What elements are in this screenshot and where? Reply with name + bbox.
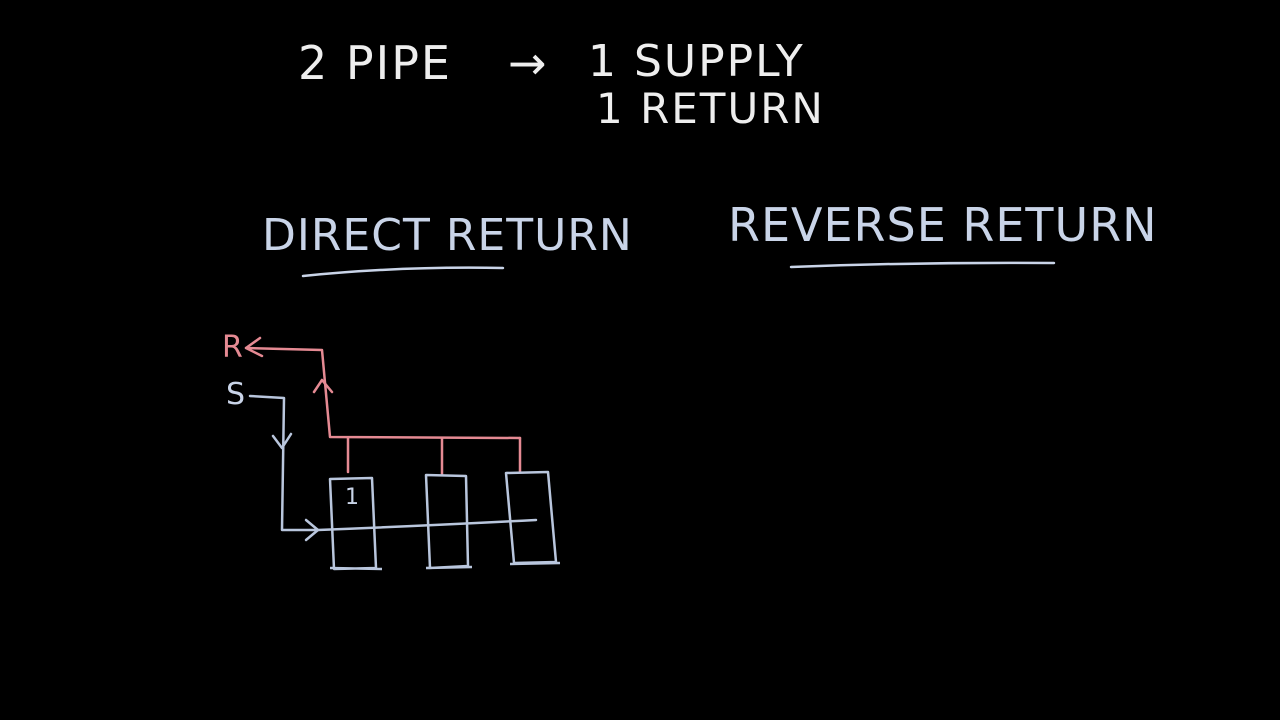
supply-down-arrow-icon — [271, 432, 293, 450]
return-pipe — [244, 346, 522, 440]
one-return-label: 1 RETURN — [596, 84, 825, 133]
reverse-return-heading: REVERSE RETURN — [728, 198, 1158, 252]
unit-1-label: 1 — [345, 485, 359, 510]
return-label: R — [222, 330, 243, 365]
reverse-return-underline — [789, 261, 1056, 269]
two-pipe-label: 2 PIPE — [298, 36, 452, 90]
arrow-right-icon: → — [508, 36, 549, 90]
terminal-unit-2 — [424, 473, 473, 570]
terminal-unit-3 — [504, 470, 561, 566]
return-left-arrow-icon — [244, 336, 264, 358]
supply-pipe — [248, 394, 538, 532]
return-up-arrow-icon — [312, 378, 334, 394]
direct-return-heading: DIRECT RETURN — [262, 210, 633, 261]
direct-return-underline — [301, 266, 505, 278]
one-supply-label: 1 SUPPLY — [588, 36, 805, 87]
supply-right-arrow-icon — [304, 518, 320, 542]
terminal-unit-1 — [328, 476, 383, 571]
supply-label: S — [226, 377, 246, 412]
